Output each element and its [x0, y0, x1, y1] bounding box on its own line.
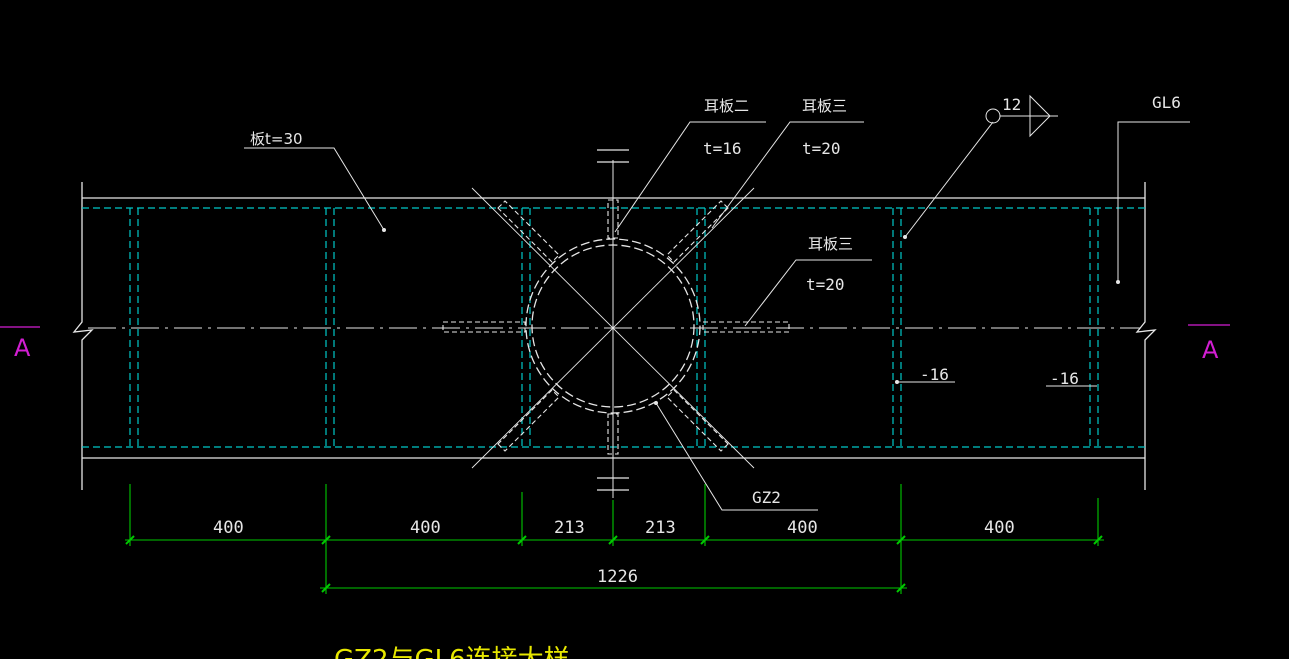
section-mark-left: A: [14, 334, 31, 362]
dim-segment-5: 400: [787, 518, 818, 538]
dim-segment-4: 213: [645, 518, 676, 538]
stiffener-right-label: -16: [1050, 369, 1079, 388]
column-gz2: [442, 149, 790, 498]
dimension-lines: [125, 484, 1104, 594]
ear-plate-3-label-mid: 耳板三: [808, 235, 853, 253]
ear-plate-3-thickness-top: t=20: [802, 139, 841, 158]
leader-lines: [244, 94, 1190, 511]
ear-plate-2-thickness: t=16: [703, 139, 742, 158]
leader-dots: [382, 228, 1120, 405]
section-mark-right: A: [1202, 336, 1219, 364]
ear-plate-3-label-top: 耳板三: [802, 97, 847, 115]
weld-size-label: 12: [1002, 95, 1021, 114]
beam-outline: [72, 182, 1157, 490]
plate-label: 板t=30: [250, 130, 303, 148]
drawing-title: GZ2与GL6连接大样: [334, 645, 570, 659]
dim-segment-1: 400: [213, 518, 244, 538]
beam-label-gl6: GL6: [1152, 93, 1181, 112]
section-marks: [0, 324, 1230, 328]
column-label-gz2: GZ2: [752, 488, 781, 507]
dim-segment-6: 400: [984, 518, 1015, 538]
ear-plate-3-thickness-mid: t=20: [806, 275, 845, 294]
dimension-texts: 400 400 213 213 400 400 1226: [213, 518, 1015, 587]
stiffener-left-label: -16: [920, 365, 949, 384]
ear-plate-2-label: 耳板二: [704, 97, 749, 115]
dim-overall: 1226: [597, 567, 638, 587]
dim-segment-2: 400: [410, 518, 441, 538]
dim-segment-3: 213: [554, 518, 585, 538]
